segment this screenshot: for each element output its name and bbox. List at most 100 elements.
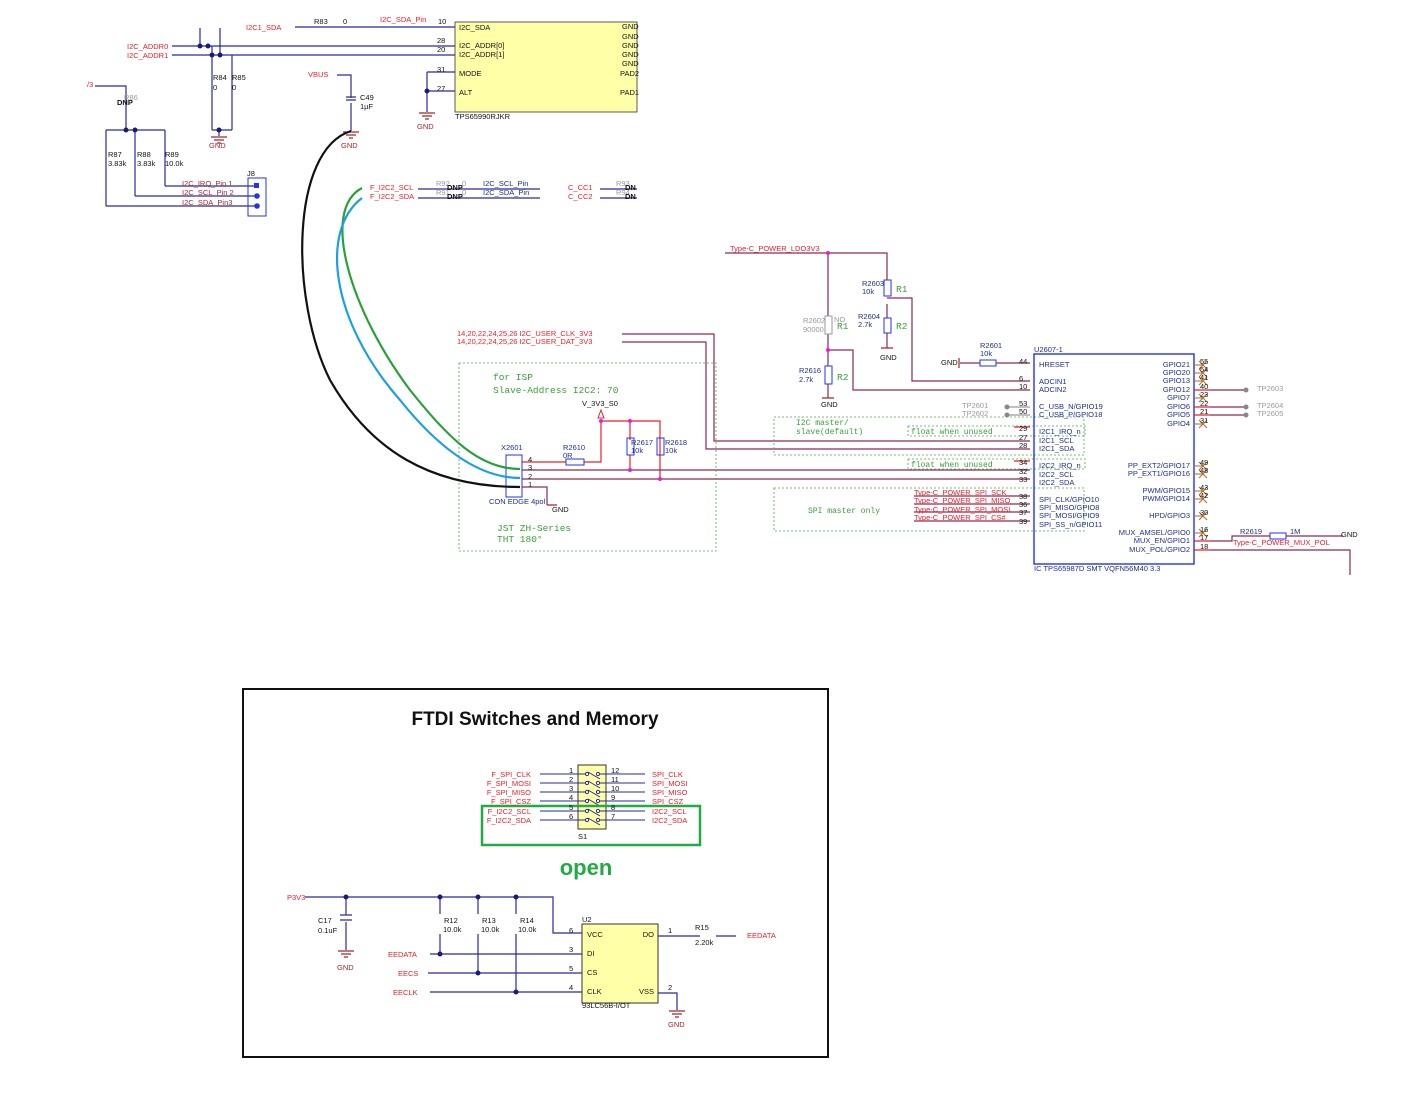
top-left-resistors-3-value-label: 3.83k — [108, 159, 127, 168]
ic-right-pins-5-label: GPIO6 — [1167, 402, 1190, 411]
middle-isp-box-line4-label: THT 180° — [497, 534, 543, 545]
top-left-resistors-0-ref-label: R84 — [213, 73, 227, 82]
ftdi-switch-right-nets-3-label: SPI_CSZ — [652, 797, 684, 806]
ic-right-numbers-4-label: 23 — [1200, 390, 1208, 399]
ftdi-switch-left-pins-2-label: 3 — [569, 784, 573, 793]
middle-spi-note-label: SPI master only — [808, 507, 880, 516]
ic-left-pins-13-label: SPI_MOSI/GPIO9 — [1039, 511, 1099, 520]
middle-connector-ref-label: X2601 — [501, 443, 523, 452]
ic-left-numbers-9-label: 32 — [1019, 467, 1027, 476]
switch-terminal-icon — [584, 780, 590, 786]
ftdi-switch-right-nets-1-label: SPI_MOSI — [652, 779, 687, 788]
ftdi-switch-left-pins-4-label: 5 — [569, 803, 573, 812]
ftdi-pullups-1-value-label: 10.0k — [481, 925, 500, 934]
ic-right-pins-8-label: PP_EXT2/GPIO17 — [1128, 461, 1190, 470]
ic-left-pins-8-label: I2C2_IRQ_n — [1039, 461, 1081, 470]
ftdi-gnd-0-label: GND — [337, 963, 354, 972]
top-left-connector-pins-0-label: I2C_IRQ_Pin 1 — [182, 179, 232, 188]
ic-left-numbers-1-label: 6 — [1019, 374, 1023, 383]
top-left-dnp-block-dnp-1-label: DNP — [447, 192, 463, 201]
ic-right-numbers-10-label: 43 — [1200, 483, 1208, 492]
ic-left-numbers-2-label: 10 — [1019, 382, 1027, 391]
ftdi-supply-label: P3V3 — [287, 893, 305, 902]
ic-r2619-value-label: 1M — [1290, 527, 1300, 536]
ic-left-numbers-13-label: 37 — [1019, 508, 1027, 517]
ftdi-frame — [242, 688, 829, 1058]
top-left-nets-2-label: I2C_ADDR0 — [127, 42, 168, 51]
ic-left-numbers-7-label: 28 — [1019, 441, 1027, 450]
middle-divider-1-ref-label: R2604 — [858, 312, 880, 321]
ic-right-numbers-1-label: 54 — [1200, 365, 1208, 374]
top-left-nets-1-label: I2C_SDA_Pin — [380, 15, 426, 24]
ic-right-numbers-12-label: 30 — [1200, 508, 1208, 517]
middle-r2610-ref-label: R2610 — [563, 443, 585, 452]
no-connect-icon — [1194, 368, 1208, 378]
ic-left-pins-5-label: I2C1_IRQ_n — [1039, 427, 1081, 436]
j8-pin-2 — [254, 193, 260, 199]
middle-divider-4-value-label: 10k — [980, 349, 992, 358]
ftdi-eeprom-pins-left-2-label: CS — [587, 968, 597, 977]
middle-divider-2-ref-label: R2602 — [803, 316, 825, 325]
tps65987d-ic — [1004, 353, 1351, 575]
ftdi-gnd-1-label: GND — [668, 1020, 685, 1029]
middle-isp-box-line1-label: for ISP — [493, 372, 533, 383]
ftdi-eeprom-pins-right-1-label: VSS — [639, 987, 654, 996]
switch-contact — [540, 808, 645, 817]
ftdi-eeprom-pins-left-1-label: DI — [587, 949, 595, 958]
ic-left-pins-9-label: I2C2_SCL — [1039, 470, 1074, 479]
switch-terminal-icon — [595, 798, 601, 804]
middle-supply-label: V_3V3_S0 — [582, 399, 618, 408]
ftdi-r15-ref-label: R15 — [695, 923, 709, 932]
ftdi-eeprom-pins-right-numbers-0-label: 1 — [668, 926, 672, 935]
top-left-chip-pins-right-3-label: GND — [622, 50, 639, 59]
ftdi-eeprom-pins-left-numbers-3-label: 4 — [569, 983, 573, 992]
switch-contact — [540, 789, 645, 798]
ic-left-numbers-6-label: 27 — [1019, 433, 1027, 442]
middle-wiring — [301, 129, 1086, 552]
switch-terminal-icon — [595, 771, 601, 777]
switch-contact — [540, 780, 645, 789]
ic-right-numbers-14-label: 17 — [1200, 533, 1208, 542]
r2619-body — [1269, 532, 1287, 540]
ic-right-numbers-2-label: 41 — [1200, 373, 1208, 382]
middle-divider-1-tag-label: R2 — [896, 321, 908, 332]
ic-ref-label: U2607-1 — [1034, 345, 1063, 354]
r2604-body — [883, 317, 892, 334]
no-connect-icon — [1194, 461, 1208, 471]
top-left-nets-5-label: /3 — [87, 80, 93, 89]
ftdi-c17-value-label: 0.1uF — [318, 926, 338, 935]
ftdi-switch-left-pins-5-label: 6 — [569, 812, 573, 821]
middle-divider-3-tag-label: R2 — [837, 372, 849, 383]
ftdi-pullups-2-ref-label: R14 — [520, 916, 534, 925]
ftdi-switch-left-nets-4-label: F_I2C2_SCL — [488, 807, 531, 816]
gnd-symbol — [338, 950, 685, 1018]
ic-left-pins-0-label: HRESET — [1039, 360, 1070, 369]
top-left-chip-pins-left-0-label: I2C_SDA — [459, 23, 490, 32]
ic-left-numbers-12-label: 36 — [1019, 500, 1027, 509]
top-left-nets-0-label: I2C1_SDA — [246, 23, 281, 32]
ic-right-numbers-9-label: 48 — [1200, 466, 1208, 475]
top-left-resistors-4-ref-label: R88 — [137, 150, 151, 159]
no-connect-icon — [1194, 511, 1208, 521]
ic-right-numbers-11-label: 42 — [1200, 491, 1208, 500]
ftdi-switch-right-nets-2-label: SPI_MISO — [652, 788, 688, 797]
ftdi-pullups-0-value-label: 10.0k — [443, 925, 462, 934]
middle-divider-4-ref-label: R2601 — [980, 341, 1002, 350]
ftdi-eeprom-pins-right-0-label: DO — [643, 930, 654, 939]
r2601-body — [979, 359, 997, 367]
top-left-chip-pin-numbers-4-label: 27 — [437, 84, 445, 93]
ftdi-eeprom-pins-right-numbers-1-label: 2 — [668, 983, 672, 992]
top-left-chip-pins-left-2-label: I2C_ADDR[1] — [459, 50, 504, 59]
ic-right-numbers-5-label: 22 — [1200, 399, 1208, 408]
ic-left-pins-1-label: ADCIN1 — [1039, 377, 1067, 386]
top-left-dnp-block-refs-1-label: R91 — [436, 188, 450, 197]
ic-right-numbers-3-label: 40 — [1200, 382, 1208, 391]
u2-eeprom-body — [581, 923, 659, 1004]
ic-right-pins-9-label: PP_EXT1/GPIO16 — [1128, 469, 1190, 478]
switch-terminal-icon — [584, 817, 590, 823]
no-connect-icon — [1194, 528, 1208, 538]
r2616-body — [824, 365, 833, 385]
middle-spi-nets-3-label: Type-C_POWER_SPI_CS# — [914, 513, 1007, 522]
top-left-gnd-0-label: GND — [209, 141, 226, 150]
ic-test-points-right-1-label: TP2604 — [1257, 401, 1283, 410]
